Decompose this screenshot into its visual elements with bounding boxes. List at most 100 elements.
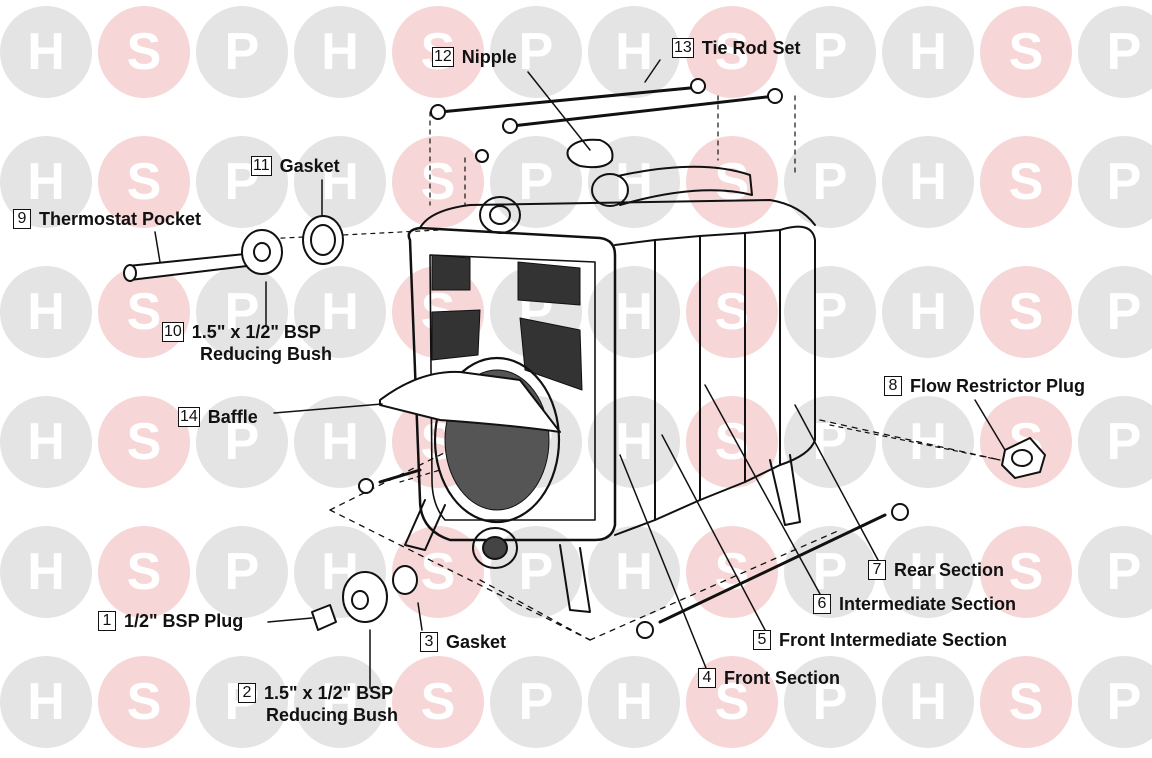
watermark-circle [980, 526, 1072, 618]
tie-rod-nuts [430, 78, 783, 163]
part-label-9: 9 Thermostat Pocket [13, 208, 201, 230]
watermark-circle [1078, 526, 1152, 618]
watermark-letter: S [715, 283, 750, 341]
watermark-circle [588, 266, 680, 358]
watermark-letter: P [519, 673, 554, 731]
part-label-3: 3 Gasket [420, 631, 506, 653]
watermark-circle [882, 526, 974, 618]
part-name-1: 1/2" BSP Plug [124, 611, 244, 631]
part-name-2-line2: Reducing Bush [266, 705, 399, 725]
tie-rod-bottom [658, 513, 887, 624]
watermark-letter: H [321, 673, 359, 731]
watermark-circle [98, 6, 190, 98]
watermark-circle [1078, 6, 1152, 98]
part-name-12: Nipple [461, 47, 517, 67]
gasket-bottom-part [392, 565, 418, 595]
part-label-4: 4 Front Section [698, 667, 840, 689]
part-number-13: 13 [672, 38, 694, 58]
watermark-letter: H [27, 543, 65, 601]
watermark-circle [294, 136, 386, 228]
watermark-circle [196, 396, 288, 488]
watermark-letter: S [1009, 283, 1044, 341]
watermark-circle [784, 136, 876, 228]
watermark-letter: H [27, 153, 65, 211]
watermark-circle [294, 656, 386, 748]
watermark-circle [588, 396, 680, 488]
watermark-letter: P [519, 543, 554, 601]
watermark-letter: H [321, 413, 359, 471]
part-number-12: 12 [432, 47, 454, 67]
watermark-circle [196, 266, 288, 358]
watermark-circle [98, 526, 190, 618]
part-name-3: Gasket [446, 632, 507, 652]
part-label-8: 8 Flow Restrictor Plug [884, 375, 1085, 397]
part-name-13: Tie Rod Set [701, 38, 801, 58]
part-number-7: 7 [868, 560, 886, 580]
watermark-circle [490, 6, 582, 98]
watermark-circle [0, 266, 92, 358]
part-name-5: Front Intermediate Section [779, 630, 1008, 650]
watermark-circle [490, 656, 582, 748]
watermark-letter: P [1107, 23, 1142, 81]
watermark-letter: H [321, 283, 359, 341]
watermark-letter: P [225, 23, 260, 81]
watermark-circle [882, 656, 974, 748]
gasket-top-part [302, 215, 344, 265]
part-label-12: 12 Nipple [432, 46, 517, 68]
watermark-letter: H [909, 23, 947, 81]
watermark-circle [784, 6, 876, 98]
watermark-circle [882, 136, 974, 228]
reducing-bush-top-part [241, 229, 283, 275]
part-label-2: 2 1.5" x 1/2" BSP Reducing Bush [238, 682, 398, 726]
part-name-14: Baffle [207, 407, 258, 427]
part-label-6: 6 Intermediate Section [813, 593, 1016, 615]
part-name-10-line2: Reducing Bush [200, 344, 333, 364]
part-label-1: 1 1/2" BSP Plug [98, 610, 243, 632]
watermark-circle [980, 656, 1072, 748]
part-name-9: Thermostat Pocket [39, 209, 202, 229]
part-label-14: 14 Baffle [178, 406, 258, 428]
watermark-letter: S [715, 413, 750, 471]
watermark-letter: P [225, 413, 260, 471]
watermark-circle [392, 526, 484, 618]
watermark-letter: H [909, 673, 947, 731]
watermark-letter: H [321, 23, 359, 81]
watermark-circle [588, 656, 680, 748]
watermark-letter: S [421, 543, 456, 601]
part-label-11: 11 Gasket [251, 155, 340, 177]
part-number-10: 10 [162, 322, 184, 342]
watermark-circle [980, 136, 1072, 228]
watermark-letter: P [813, 673, 848, 731]
watermark-letter: H [27, 283, 65, 341]
watermark-letter: S [421, 153, 456, 211]
watermark-letter: P [519, 23, 554, 81]
part-label-13: 13 Tie Rod Set [672, 37, 800, 59]
watermark-circle [686, 6, 778, 98]
watermark-letter: H [615, 283, 653, 341]
watermark-circle [882, 266, 974, 358]
part-number-5: 5 [753, 630, 771, 650]
watermark-circle [490, 526, 582, 618]
watermark-letter: P [813, 23, 848, 81]
watermark-letter: S [1009, 543, 1044, 601]
watermark-circle [588, 6, 680, 98]
baffle [379, 370, 561, 433]
part-name-7: Rear Section [894, 560, 1005, 580]
watermark-letter: H [615, 413, 653, 471]
watermark-circle [784, 656, 876, 748]
plug-part [311, 604, 337, 631]
watermark-letter: P [1107, 673, 1142, 731]
watermark-letter: S [715, 23, 750, 81]
part-number-8: 8 [884, 376, 902, 396]
watermark-letter: S [715, 673, 750, 731]
watermark-letter: S [127, 153, 162, 211]
part-number-4: 4 [698, 668, 716, 688]
watermark-letter: P [1107, 153, 1142, 211]
watermark-letter: H [27, 23, 65, 81]
part-name-4: Front Section [724, 668, 840, 688]
watermark-letter: S [1009, 673, 1044, 731]
watermark-circle [294, 6, 386, 98]
watermark-letter: S [127, 413, 162, 471]
watermark-circle [196, 526, 288, 618]
